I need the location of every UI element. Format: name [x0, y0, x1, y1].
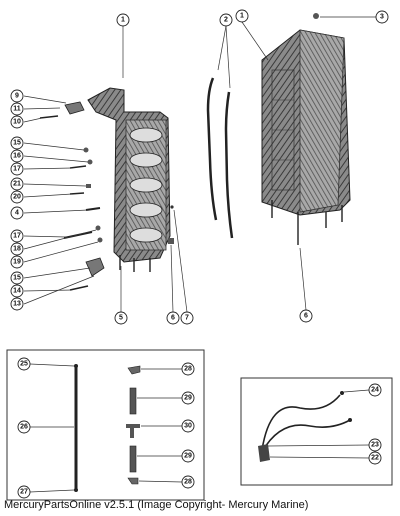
inset-leaders-right — [267, 389, 370, 459]
svg-text:22: 22 — [371, 455, 379, 462]
svg-text:6: 6 — [304, 313, 308, 320]
callout-15a: 15 — [10, 136, 24, 150]
callout-1b: 1 — [235, 9, 249, 23]
callout-30: 30 — [181, 419, 195, 433]
callout-17b: 17 — [10, 229, 24, 243]
svg-text:3: 3 — [380, 14, 384, 21]
wire-harness — [258, 391, 352, 462]
callout-28b: 28 — [181, 475, 195, 489]
svg-text:1: 1 — [240, 13, 244, 20]
svg-text:13: 13 — [13, 301, 21, 308]
gasket-strips — [206, 77, 234, 239]
callout-26: 26 — [17, 420, 31, 434]
callout-20: 20 — [10, 190, 24, 204]
callout-1: 1 — [116, 13, 130, 27]
callout-7: 7 — [180, 311, 194, 325]
svg-text:10: 10 — [13, 119, 21, 126]
svg-text:20: 20 — [13, 194, 21, 201]
copyright-caption: MercuryPartsOnline v2.5.1 (Image Copyrig… — [4, 499, 309, 511]
svg-text:29: 29 — [184, 395, 192, 402]
callout-6a: 6 — [166, 311, 180, 325]
svg-text:2: 2 — [224, 17, 228, 24]
callout-19: 19 — [10, 255, 24, 269]
callout-17a: 17 — [10, 162, 24, 176]
svg-text:24: 24 — [371, 387, 379, 394]
svg-text:15: 15 — [13, 140, 21, 147]
svg-text:21: 21 — [13, 181, 21, 188]
callout-10: 10 — [10, 115, 24, 129]
svg-text:11: 11 — [13, 106, 21, 113]
callout-18: 18 — [10, 242, 24, 256]
svg-text:18: 18 — [13, 246, 21, 253]
svg-text:19: 19 — [13, 259, 21, 266]
callout-24: 24 — [368, 383, 382, 397]
svg-text:7: 7 — [185, 315, 189, 322]
callout-2: 2 — [219, 13, 233, 27]
cylinder-block-half — [87, 87, 171, 272]
svg-text:5: 5 — [119, 315, 123, 322]
callout-3: 3 — [375, 10, 389, 24]
svg-text:16: 16 — [13, 153, 21, 160]
callout-23: 23 — [368, 438, 382, 452]
inset-leaders-left — [29, 363, 183, 493]
callout-27: 27 — [17, 485, 31, 499]
callout-29a: 29 — [181, 391, 195, 405]
svg-text:25: 25 — [20, 361, 28, 368]
svg-text:17: 17 — [13, 233, 21, 240]
leader-lines — [23, 16, 376, 313]
hose-and-fittings — [74, 364, 141, 492]
svg-text:29: 29 — [184, 453, 192, 460]
callout-16: 16 — [10, 149, 24, 163]
svg-text:26: 26 — [20, 424, 28, 431]
hardware-inset-box — [6, 349, 205, 501]
callout-29b: 29 — [181, 449, 195, 463]
svg-text:1: 1 — [121, 17, 125, 24]
svg-text:30: 30 — [184, 423, 192, 430]
cylinder-block-assembly — [261, 29, 351, 245]
svg-text:6: 6 — [171, 315, 175, 322]
svg-text:4: 4 — [15, 210, 19, 217]
callout-14: 14 — [10, 284, 24, 298]
svg-text:28: 28 — [184, 479, 192, 486]
callout-9: 9 — [10, 89, 24, 103]
svg-text:17: 17 — [13, 166, 21, 173]
svg-text:9: 9 — [15, 93, 19, 100]
callout-25: 25 — [17, 357, 31, 371]
svg-text:23: 23 — [371, 442, 379, 449]
callout-28a: 28 — [181, 362, 195, 376]
fastener-hardware — [39, 13, 319, 291]
harness-inset-box — [240, 377, 393, 486]
callout-6b: 6 — [299, 309, 313, 323]
svg-text:14: 14 — [13, 288, 21, 295]
svg-text:15: 15 — [13, 275, 21, 282]
callout-5: 5 — [114, 311, 128, 325]
svg-text:28: 28 — [184, 366, 192, 373]
callout-13: 13 — [10, 297, 24, 311]
svg-text:27: 27 — [20, 489, 28, 496]
callout-21: 21 — [10, 177, 24, 191]
callout-11: 11 — [10, 102, 24, 116]
callout-15b: 15 — [10, 271, 24, 285]
callout-4: 4 — [10, 206, 24, 220]
callout-22: 22 — [368, 451, 382, 465]
